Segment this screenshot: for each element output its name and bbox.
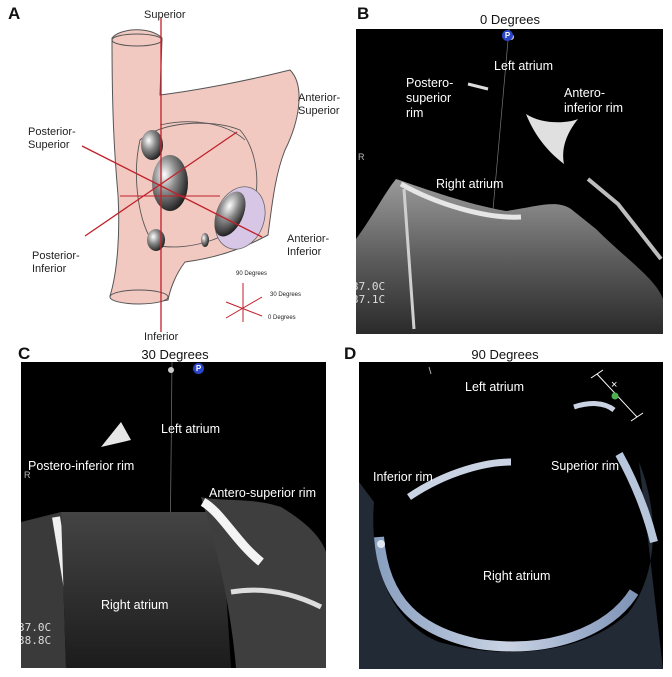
echo-image-d: × Left atrium Inferior rim Superior rim … [359, 362, 663, 669]
r-marker-c: R [24, 470, 31, 480]
r-marker-b: R [358, 152, 365, 162]
temp-readout-b-2: 37.1C [356, 293, 386, 306]
label-left-atrium-b: Left atrium [494, 59, 554, 73]
top-oval [141, 130, 163, 160]
temp-readout-b-1: 37.0C [356, 280, 386, 293]
label-left-atrium-d: Left atrium [465, 380, 525, 394]
label-posterior-inferior: Posterior- Inferior [32, 250, 80, 275]
label-antero-superior-rim: Antero-superior rim [209, 486, 316, 500]
probe-badge-b: P [502, 30, 513, 41]
probe-badge-c: P [193, 363, 204, 374]
label-anterior-superior: Anterior- Superior [298, 92, 341, 117]
label-superior-rim: Superior rim [551, 459, 620, 473]
atrium-outline [109, 29, 300, 303]
label-superior: Superior [144, 9, 186, 21]
label-inferior-rim: Inferior rim [373, 470, 433, 484]
small-oval [201, 233, 209, 247]
label-left-atrium-c: Left atrium [161, 422, 221, 436]
panel-d-letter: D [344, 344, 357, 363]
center-oval [152, 155, 188, 211]
cut-line-150 [84, 131, 238, 237]
label-antero-inferior-rim: Antero- inferior rim [564, 86, 624, 115]
label-postero-superior-rim: Postero- superior rim [406, 76, 454, 120]
septum-schematic [81, 18, 300, 332]
temp-readout-c-2: 38.8C [21, 634, 52, 647]
svc-ring [111, 33, 163, 47]
legend-90-degrees: 90 Degrees [236, 271, 268, 277]
panel-c-title: 30 Degrees [141, 347, 209, 362]
legend-30-degrees: 30 Degrees [270, 292, 302, 298]
cut-line-30 [81, 145, 263, 238]
panel-a-letter: A [8, 4, 21, 23]
echo-image-b: P R Left atrium Postero- superior rim An… [356, 29, 663, 334]
label-inferior: Inferior [144, 331, 179, 343]
label-postero-inferior-rim: Postero-inferior rim [28, 459, 135, 473]
label-right-atrium-d: Right atrium [483, 569, 551, 583]
angle-legend [225, 283, 263, 322]
bottom-oval [147, 229, 165, 251]
legend-0-degrees: 0 Degrees [268, 315, 296, 321]
caliper-marker: × [611, 379, 618, 391]
label-right-atrium-c: Right atrium [101, 598, 169, 612]
ivc-ring [109, 289, 169, 305]
panel-b-title: 0 Degrees [480, 12, 540, 27]
temp-readout-c-1: 37.0C [21, 621, 52, 634]
panel-b-letter: B [357, 4, 370, 23]
panel-d-title: 90 Degrees [471, 347, 539, 362]
label-anterior-inferior: Anterior- Inferior [287, 233, 330, 258]
label-right-atrium-b: Right atrium [436, 177, 504, 191]
echo-image-c: P R Left atrium Postero-inferior rim Ant… [21, 362, 326, 668]
label-posterior-superior: Posterior- Superior [28, 126, 76, 151]
panel-c-letter: C [18, 344, 31, 363]
